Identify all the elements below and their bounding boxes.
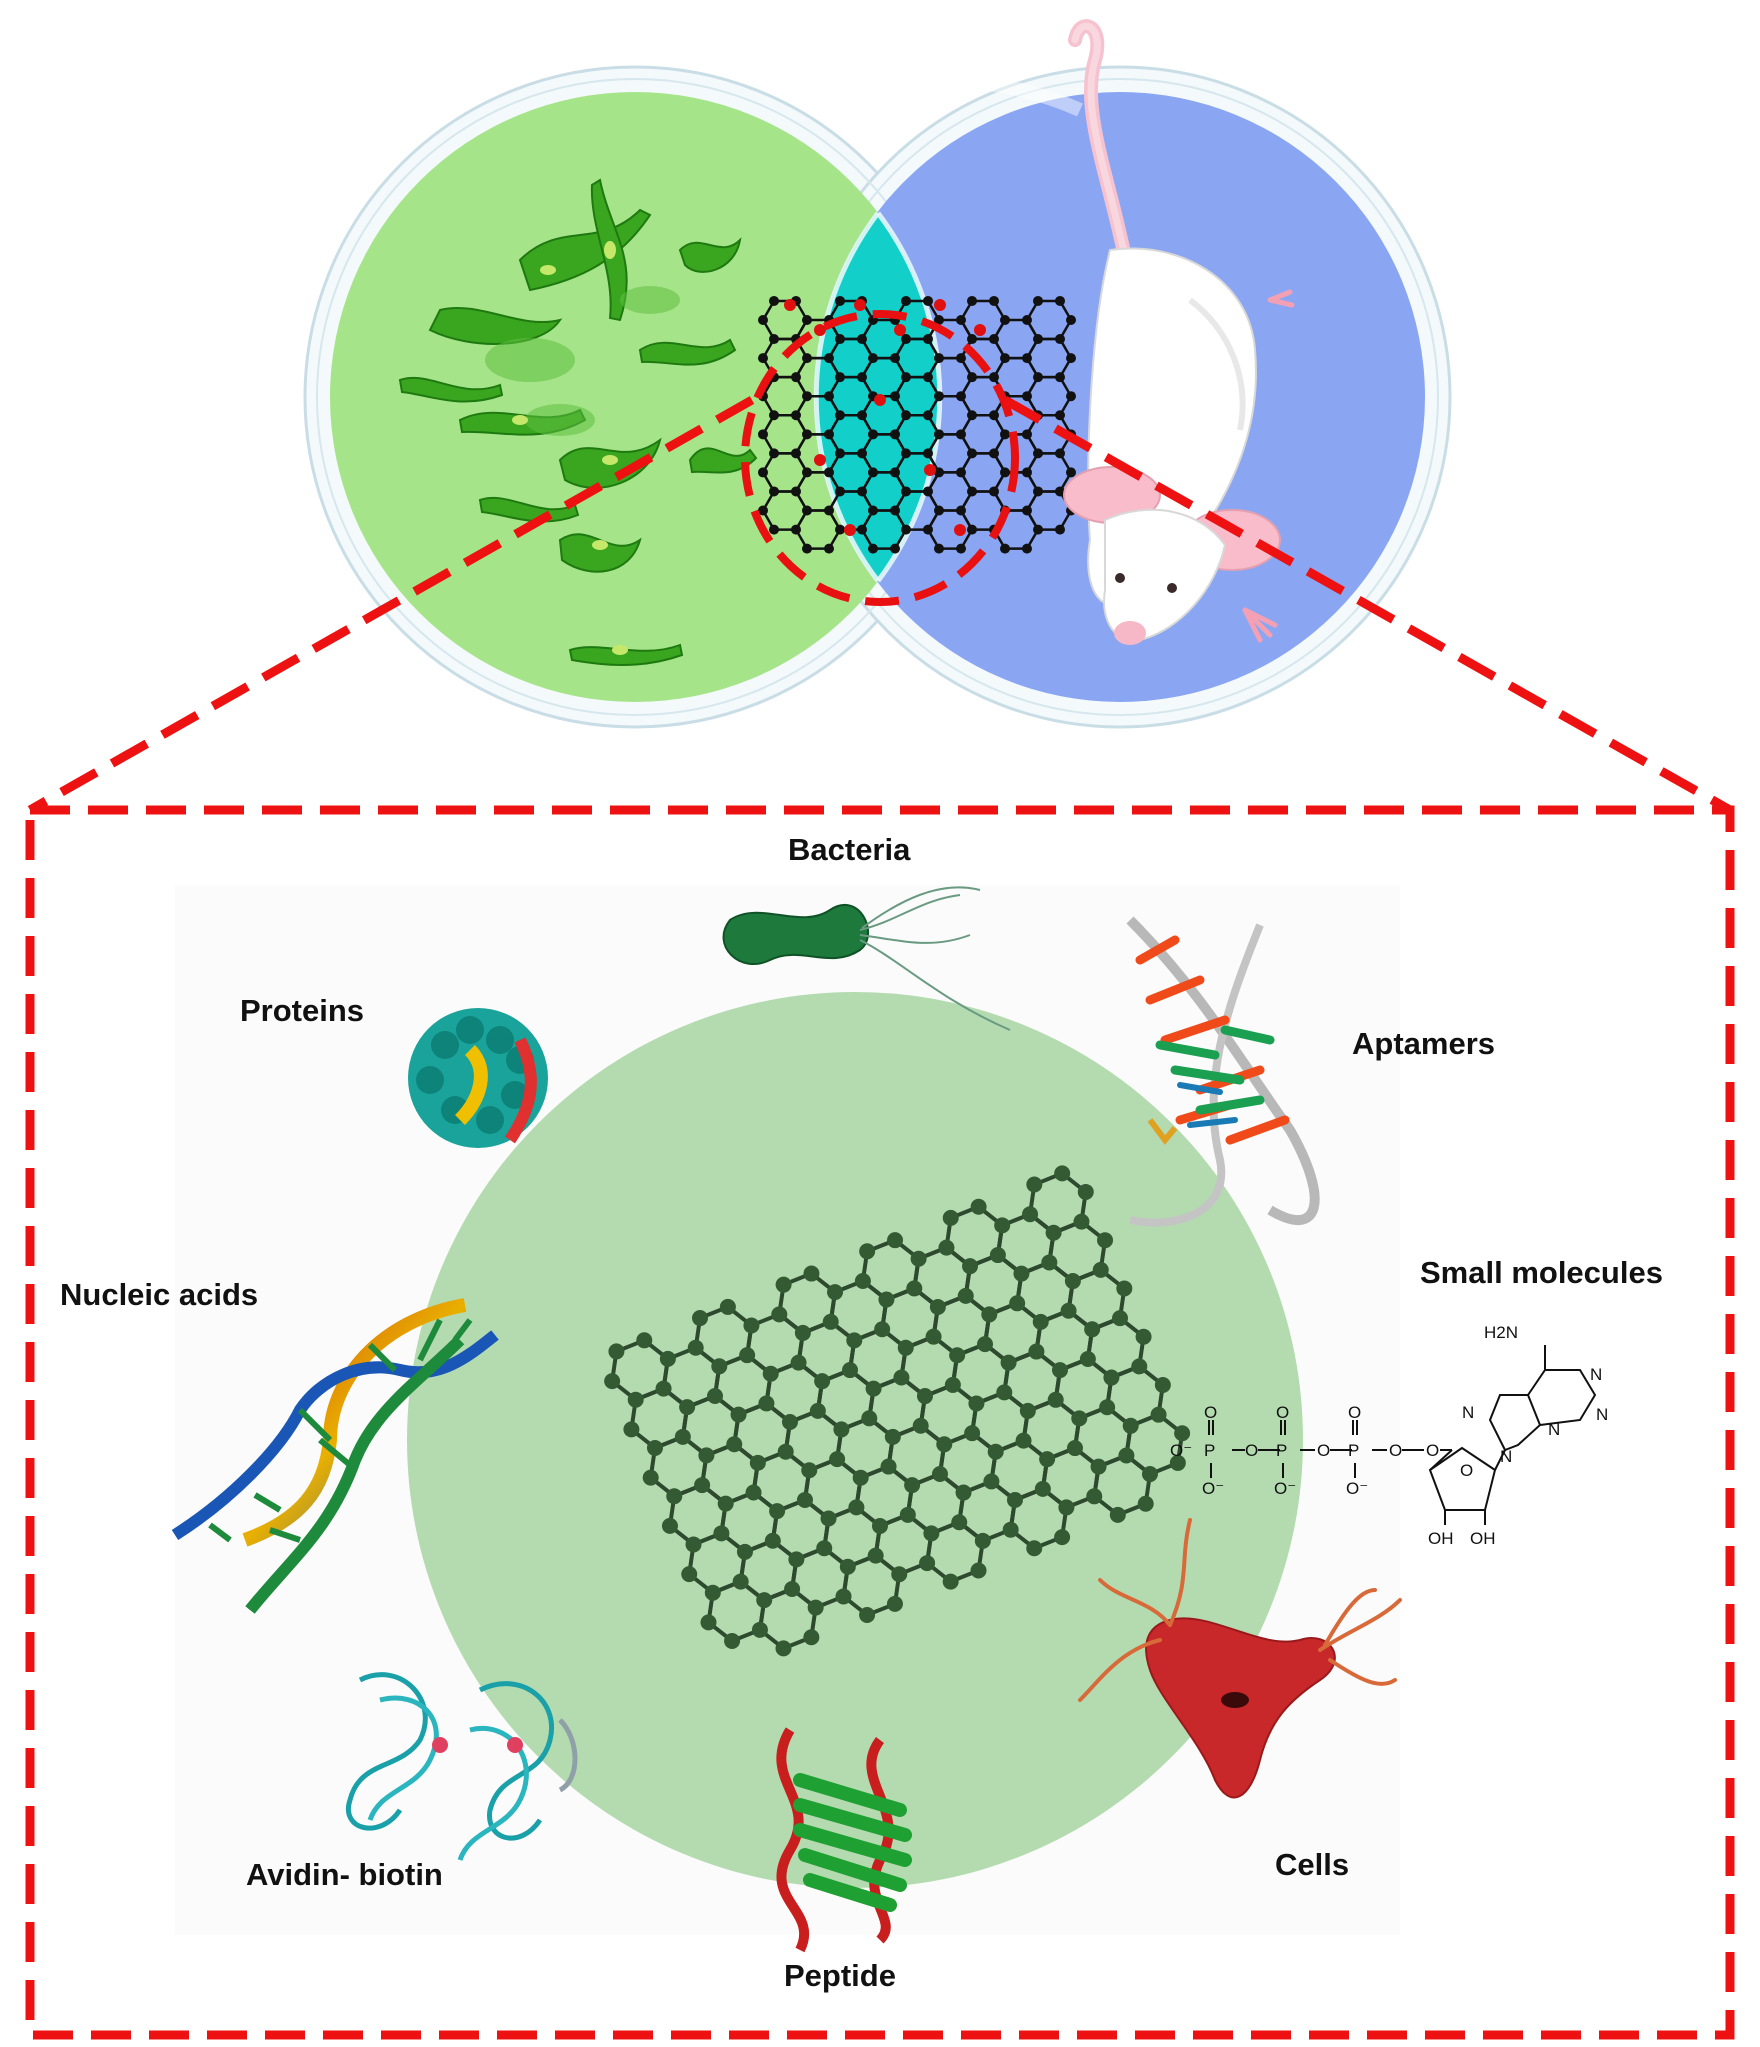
label-nucleic-acids: Nucleic acids — [60, 1277, 259, 1312]
graphene-oxide-icon — [741, 295, 1076, 606]
label-avidin-biotin: Avidin- biotin — [246, 1857, 443, 1892]
mouse-icon — [1063, 19, 1295, 645]
atp-n4: N — [1596, 1405, 1608, 1424]
atp-p1: P — [1204, 1441, 1215, 1460]
atp-o-minus-3: O⁻ — [1274, 1479, 1296, 1498]
label-aptamers: Aptamers — [1352, 1026, 1495, 1061]
atp-oh1: OH — [1428, 1529, 1454, 1548]
atp-n1: N — [1462, 1403, 1474, 1422]
atp-molecule-icon: H2N N N N N N O⁻ P O P O P O O O O O O⁻ … — [1170, 1323, 1608, 1548]
avidin-biotin-icon — [345, 1672, 578, 1861]
label-bacteria: Bacteria — [788, 832, 911, 867]
fibroblast-cells-icon — [398, 178, 758, 666]
atp-n2: N — [1548, 1420, 1560, 1439]
label-small-molecules: Small molecules — [1420, 1255, 1663, 1290]
label-cells: Cells — [1275, 1847, 1350, 1882]
label-peptide: Peptide — [784, 1958, 896, 1993]
atp-o-minus-2: O⁻ — [1202, 1479, 1224, 1498]
atp-n3: N — [1590, 1365, 1602, 1384]
atp-o-minus-1: O⁻ — [1170, 1441, 1192, 1460]
protein-icon — [408, 1008, 548, 1148]
atp-o5: O — [1204, 1403, 1217, 1422]
atp-n9: N — [1500, 1447, 1512, 1466]
atp-o2: O — [1317, 1441, 1330, 1460]
peptide-icon — [776, 1727, 912, 1953]
dna-helix-icon — [171, 1298, 499, 1614]
label-proteins: Proteins — [240, 993, 365, 1028]
atp-o-minus-4: O⁻ — [1346, 1479, 1368, 1498]
cell-icon — [1078, 1518, 1402, 1799]
bacterium-icon — [722, 886, 1011, 1031]
atp-oh2: OH — [1470, 1529, 1496, 1548]
atp-o3: O — [1389, 1441, 1402, 1460]
atp-o1: O — [1245, 1441, 1258, 1460]
atp-p2: P — [1276, 1441, 1287, 1460]
zoom-circle — [741, 310, 1019, 606]
atp-amine: H2N — [1484, 1323, 1518, 1342]
aptamer-icon — [1126, 916, 1320, 1227]
atp-o4: O — [1426, 1441, 1439, 1460]
atp-p3: P — [1348, 1441, 1359, 1460]
graphene-sheet-icon — [604, 1165, 1191, 1657]
target-circle — [407, 992, 1303, 1888]
atp-ring-o: O — [1460, 1461, 1473, 1480]
zoom-connectors — [27, 396, 1733, 814]
atp-o6: O — [1276, 1403, 1289, 1422]
atp-o7: O — [1348, 1403, 1361, 1422]
